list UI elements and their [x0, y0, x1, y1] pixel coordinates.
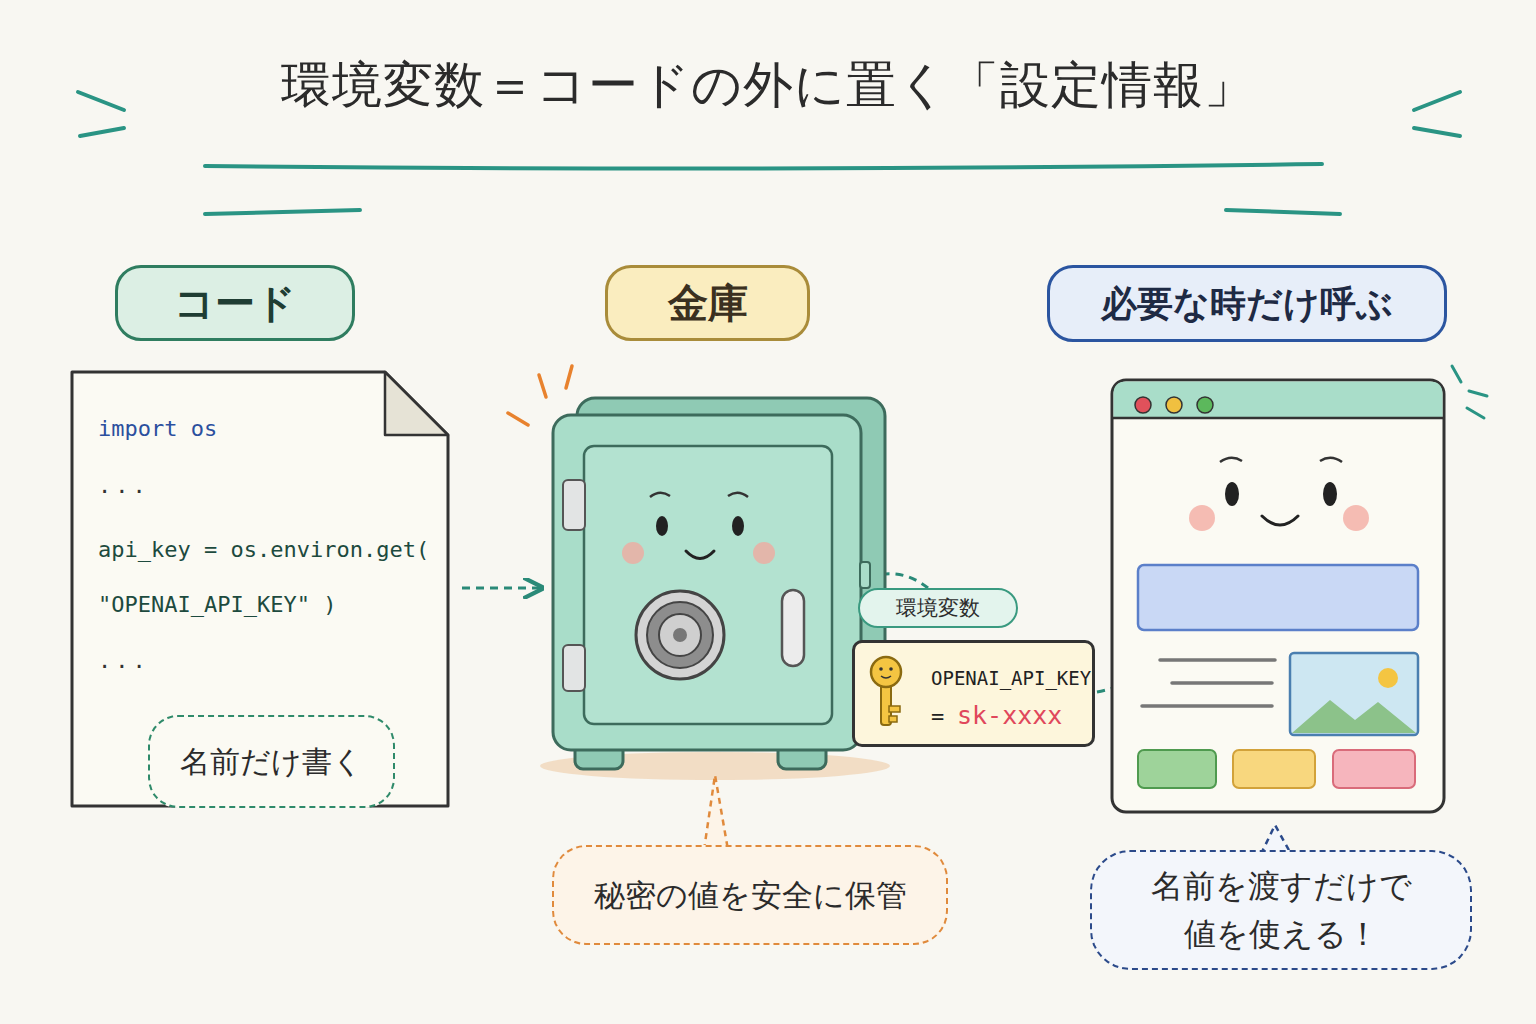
safe-illustration — [647, 602, 713, 668]
safe-illustration — [584, 446, 832, 724]
browser-illustration — [1220, 458, 1242, 462]
safe-illustration — [563, 645, 585, 691]
callout-tail — [704, 775, 728, 850]
safe-illustration — [650, 493, 670, 497]
code-document: import os... api_key = os.environ.get( "O… — [72, 372, 448, 806]
browser-illustration — [1197, 397, 1213, 413]
browser-illustration — [1262, 516, 1298, 525]
browser-illustration — [1333, 750, 1415, 788]
key-icon — [889, 706, 900, 712]
sparkle — [566, 366, 572, 388]
node-label: 名前だけ書く — [180, 743, 363, 781]
key-card: OPENAI_API_KEY = sk-xxxx — [852, 640, 1095, 747]
browser-illustration — [1225, 482, 1239, 506]
node-label: 必要な時だけ呼ぶ — [1101, 281, 1393, 326]
title-decoration — [78, 92, 124, 110]
callout-bubble: 名前だけ書く — [148, 715, 395, 808]
safe-illustration — [659, 614, 701, 656]
sparkle — [508, 366, 572, 425]
browser-illustration — [1343, 505, 1369, 531]
browser-illustration — [1114, 382, 1443, 419]
key-icon — [889, 667, 893, 671]
key-icon — [871, 657, 901, 725]
browser-illustration — [1135, 397, 1151, 413]
flow-arrow — [462, 587, 540, 590]
browser-illustration — [1166, 397, 1182, 413]
browser-illustration — [1378, 668, 1398, 688]
browser-illustration — [1292, 700, 1416, 733]
code-line: api_key = os.environ.get( "OPENAI_API_KE… — [98, 522, 438, 632]
safe-illustration — [728, 493, 748, 497]
env-tag: 環境変数 — [858, 588, 1018, 628]
callout-bubble: 秘密の値を安全に保管 — [552, 845, 948, 945]
safe-illustration — [563, 480, 585, 530]
browser-illustration — [1112, 380, 1444, 812]
browser-illustration — [1138, 750, 1216, 788]
title-decoration — [205, 164, 1322, 169]
title-decoration — [205, 210, 360, 214]
safe-illustration — [782, 590, 804, 666]
node-label: コード — [174, 278, 296, 328]
browser-illustration — [1233, 750, 1315, 788]
variable-name: OPENAI_API_KEY — [931, 666, 1091, 690]
browser-illustration — [1189, 505, 1215, 531]
safe-illustration — [686, 551, 714, 559]
section-pill: 必要な時だけ呼ぶ — [1047, 265, 1447, 342]
callout-bubble: 名前を渡すだけで 値を使える！ — [1090, 850, 1472, 970]
code-ellipsis: ... — [98, 472, 150, 500]
sparkle — [1452, 366, 1461, 382]
section-pill: 金庫 — [605, 265, 810, 341]
safe-illustration — [860, 562, 870, 588]
equals-sign: = — [931, 703, 944, 731]
safe-illustration — [540, 398, 890, 780]
safe-illustration — [622, 542, 644, 564]
browser-illustration — [1320, 458, 1342, 462]
safe-illustration — [753, 542, 775, 564]
safe-illustration — [656, 516, 668, 536]
title-decoration — [1414, 128, 1460, 136]
sparkle — [539, 375, 546, 397]
safe-illustration — [732, 516, 744, 536]
node-label: 名前を渡すだけで 値を使える！ — [1116, 862, 1446, 958]
safe-illustration — [553, 415, 861, 750]
node-label: 金庫 — [668, 278, 748, 328]
sparkle — [508, 413, 528, 425]
key-icon — [879, 667, 883, 671]
browser-illustration — [1113, 417, 1443, 420]
section-pill: コード — [115, 265, 355, 341]
browser-illustration — [1142, 660, 1275, 706]
key-icon — [889, 716, 897, 722]
browser-illustration — [1138, 565, 1418, 630]
browser-illustration — [1290, 653, 1418, 735]
key-icon — [871, 657, 901, 687]
sparkle — [1467, 408, 1484, 418]
node-label: 秘密の値を安全に保管 — [594, 876, 907, 915]
title: 環境変数＝コードの外に置く「設定情報」 — [0, 52, 1536, 118]
key-icon — [881, 676, 891, 678]
sparkle — [1469, 391, 1487, 396]
title-decoration — [80, 128, 124, 136]
code-ellipsis: ... — [98, 647, 150, 675]
key-icon — [881, 683, 891, 725]
browser-illustration — [1112, 380, 1444, 812]
safe-illustration — [636, 591, 724, 679]
node-label: 環境変数 — [896, 595, 980, 621]
secret-value: sk-xxxx — [957, 700, 1062, 731]
title-decoration — [1226, 210, 1340, 214]
code-line: import os — [98, 415, 217, 443]
safe-illustration — [673, 628, 687, 642]
sparkle — [1452, 366, 1487, 418]
page-fold — [385, 372, 448, 435]
title-decoration — [1414, 92, 1460, 110]
browser-illustration — [1323, 482, 1337, 506]
